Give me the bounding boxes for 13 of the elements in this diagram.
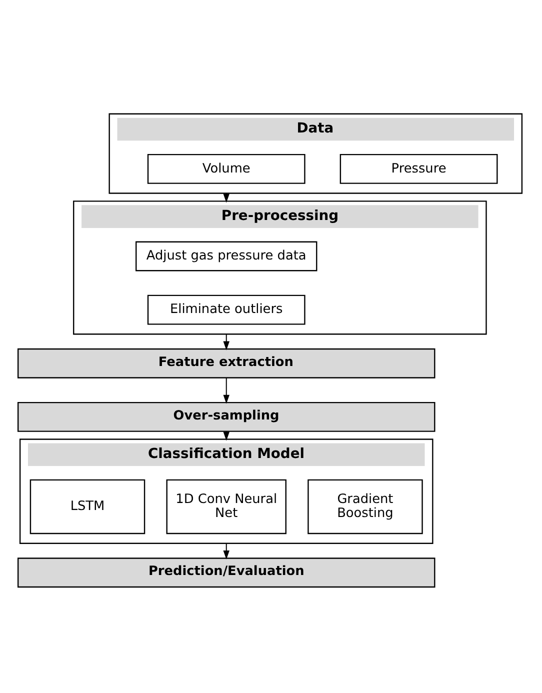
node-box: Eliminate outliers <box>147 294 306 325</box>
arrow <box>223 377 230 404</box>
node-box: Pressure <box>340 154 498 184</box>
node-box: Prediction/Evaluation <box>17 558 436 588</box>
arrow <box>223 334 230 350</box>
node-box: Volume <box>147 154 306 184</box>
node-box: Gradient Boosting <box>308 479 423 534</box>
arrow <box>223 542 230 560</box>
node-box: Feature extraction <box>17 348 436 378</box>
node-box: Adjust gas pressure data <box>136 241 318 272</box>
arrow <box>223 431 230 441</box>
node-box: 1D Conv Neural Net <box>166 479 286 534</box>
node-box: LSTM <box>30 479 146 534</box>
